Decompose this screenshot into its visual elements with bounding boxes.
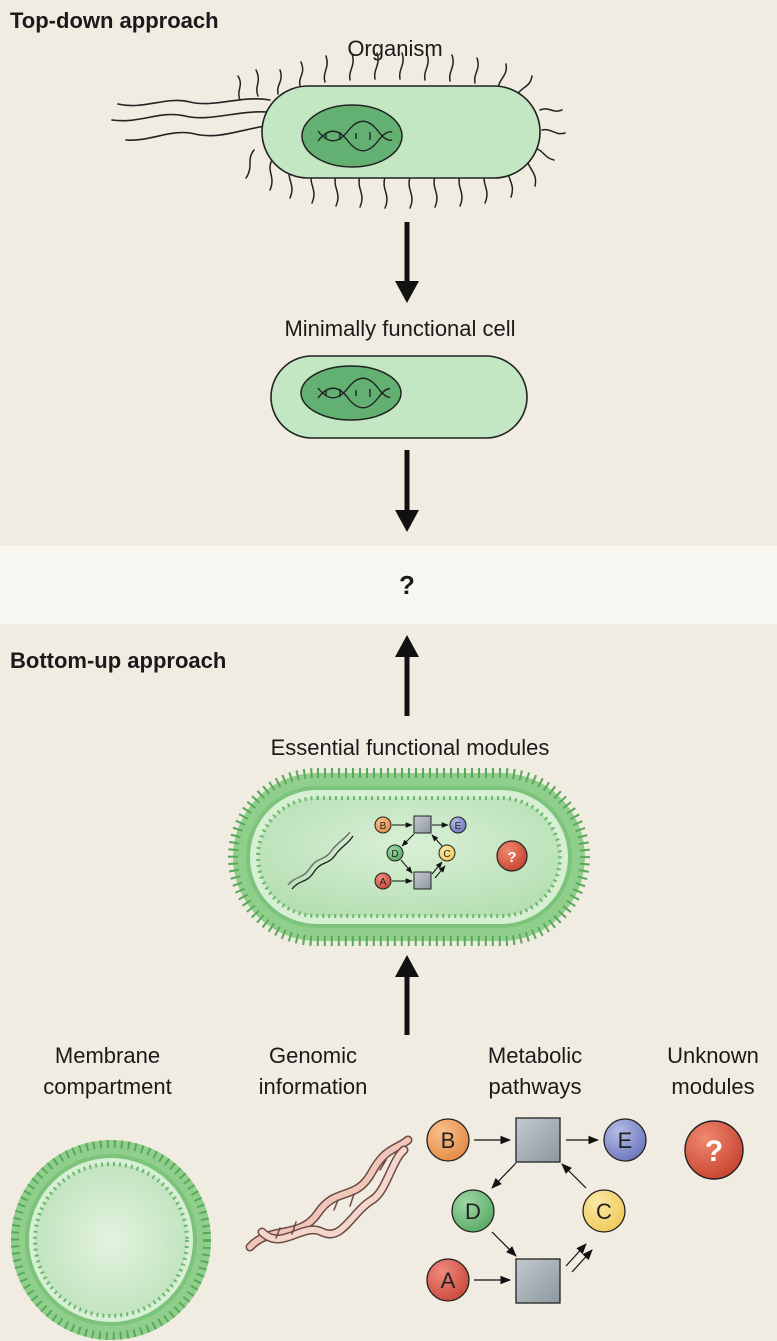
membrane-compartment-label: Membrane compartment — [43, 1043, 172, 1099]
svg-text:A: A — [380, 877, 387, 888]
svg-text:C: C — [596, 1199, 612, 1224]
arrow-up-2 — [395, 955, 419, 1035]
minimal-cell-label: Minimally functional cell — [284, 316, 516, 341]
top-down-heading: Top-down approach — [10, 8, 219, 33]
genomic-dna-helix — [245, 1135, 413, 1252]
metabolite-e: E — [603, 1118, 647, 1162]
minimal-cell — [270, 355, 528, 439]
metabolic-pathway: B E D C A — [426, 1117, 647, 1304]
bottom-up-heading: Bottom-up approach — [10, 648, 227, 673]
metabolite-a: A — [426, 1258, 470, 1302]
svg-text:C: C — [443, 849, 450, 860]
svg-text:B: B — [380, 821, 387, 832]
organism-label: Organism — [347, 36, 443, 61]
dna-helix-icon — [317, 120, 393, 152]
arrow-down-1 — [395, 222, 419, 303]
mini-dna-icon — [287, 831, 354, 890]
enzyme-bottom — [515, 1258, 561, 1304]
metabolic-pathways-label: Metabolic pathways — [487, 1043, 583, 1099]
svg-text:B: B — [441, 1128, 456, 1153]
dna-helix-icon — [317, 377, 391, 409]
flagella — [111, 98, 273, 141]
metabolite-d: D — [451, 1189, 495, 1233]
genomic-information-label: Genomic information — [258, 1043, 368, 1099]
arrow-down-2 — [395, 450, 419, 532]
metabolite-c: C — [582, 1189, 626, 1233]
unknown-modules-label: Unknown modules — [667, 1043, 759, 1099]
svg-text:E: E — [455, 821, 462, 832]
question-mark: ? — [399, 570, 415, 600]
arrow-up-1 — [395, 635, 419, 716]
question-band — [0, 546, 777, 624]
svg-text:D: D — [465, 1199, 481, 1224]
svg-text:E: E — [618, 1128, 633, 1153]
membrane-vesicle — [11, 1140, 211, 1340]
essential-modules-label: Essential functional modules — [270, 735, 550, 760]
mini-unknown-module: ? — [507, 849, 516, 866]
svg-text:D: D — [391, 849, 398, 860]
organism-cell — [111, 52, 566, 209]
svg-text:A: A — [441, 1268, 456, 1293]
svg-text:?: ? — [705, 1135, 723, 1168]
enzyme-top — [515, 1117, 561, 1163]
metabolite-b: B — [426, 1118, 470, 1162]
essential-modules-cell: B E D C A ? — [228, 768, 590, 946]
mini-metabolic-pathway: B E D C A — [374, 815, 467, 890]
unknown-module-icon: ? — [684, 1120, 744, 1180]
